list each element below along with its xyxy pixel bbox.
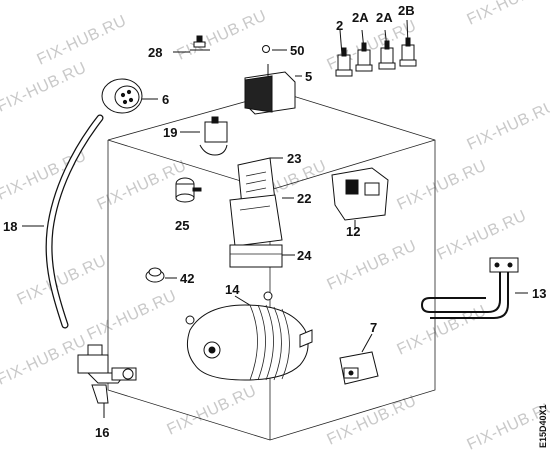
watermark-text: FIX-HUB.RU [435, 207, 530, 263]
switch-2a-2 [378, 40, 396, 70]
callout-19: 19 [163, 125, 177, 140]
diagram-code: E15D40X1 [538, 404, 548, 448]
callout-42: 42 [180, 271, 194, 286]
switch-2 [335, 47, 353, 77]
watermark-text: FIX-HUB.RU [0, 332, 89, 388]
watermark-text: FIX-HUB.RU [395, 302, 490, 358]
callout-16: 16 [95, 425, 109, 440]
callout-7: 7 [370, 320, 377, 335]
callout-2b: 2B [398, 3, 415, 18]
callout-28: 28 [148, 45, 162, 60]
callout-5: 5 [305, 69, 312, 84]
switch-2b [399, 37, 417, 67]
watermark-text: FIX-HUB.RU [395, 157, 490, 213]
callout-labels: 2 2A 2A 2B 28 50 5 6 19 23 22 25 24 12 1… [3, 3, 546, 440]
callout-2: 2 [336, 18, 343, 33]
part-23-module-cover [237, 157, 283, 207]
part-6-pressure-switch [101, 78, 158, 114]
callout-24: 24 [297, 248, 312, 263]
part-18-hose [22, 114, 104, 329]
watermark-text: FIX-HUB.RU [95, 157, 190, 213]
part-22-module [229, 194, 294, 247]
part-28-knob [173, 35, 210, 53]
callout-50: 50 [290, 43, 304, 58]
watermark-text: FIX-HUB.RU [0, 59, 89, 115]
part-7-valve [339, 333, 379, 385]
watermark-text: FIX-HUB.RU [465, 97, 550, 153]
watermark-text: FIX-HUB.RU [175, 7, 270, 63]
part-5-timer [244, 64, 302, 115]
part-12-selector [331, 167, 389, 228]
callout-13: 13 [532, 286, 546, 301]
watermark-text: FIX-HUB.RU [15, 252, 110, 308]
part-19-lid-switch [180, 116, 228, 156]
part-16-inlet-valve [77, 344, 137, 418]
callout-14: 14 [225, 282, 240, 297]
part-50-ring [262, 45, 287, 53]
callout-25: 25 [175, 218, 189, 233]
switch-2a-1 [355, 42, 373, 72]
watermark-text: FIX-HUB.RU [465, 0, 550, 29]
callout-6: 6 [162, 92, 169, 107]
watermark-text: FIX-HUB.RU [165, 382, 260, 438]
callout-12: 12 [346, 224, 360, 239]
part-25-capacitor [175, 177, 202, 203]
part-13-heater [420, 257, 528, 319]
callout-2a: 2A [352, 10, 369, 25]
push-button-switches [335, 19, 417, 77]
callout-2a: 2A [376, 10, 393, 25]
part-42-grommet [145, 267, 177, 283]
watermark-text: FIX-HUB.RU [325, 237, 420, 293]
watermark-text: FIX-HUB.RU [85, 287, 180, 343]
callout-18: 18 [3, 219, 17, 234]
part-14-motor [185, 291, 313, 381]
watermark-text: FIX-HUB.RU [325, 392, 420, 448]
callout-23: 23 [287, 151, 301, 166]
callout-22: 22 [297, 191, 311, 206]
part-24-base [229, 244, 295, 268]
